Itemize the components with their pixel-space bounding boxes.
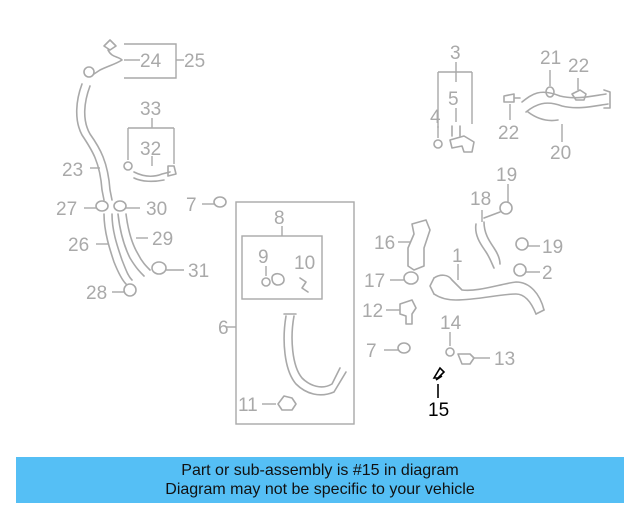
callout-18: 18 (470, 189, 491, 210)
callout-11: 11 (238, 395, 258, 416)
seal-part-9 (261, 277, 271, 287)
callout-26: 26 (68, 235, 89, 256)
callout-16: 16 (374, 233, 395, 254)
pipe-part-1 (433, 274, 545, 311)
callout-28: 28 (86, 283, 107, 304)
fitting-part-12 (399, 299, 417, 325)
callout-7-top: 7 (186, 195, 197, 216)
clamp-part-13 (457, 353, 475, 365)
hose-part-18 (474, 223, 495, 269)
callout-6: 6 (218, 318, 229, 339)
clamp-part-7-top (213, 196, 227, 208)
right-middle-group (384, 184, 545, 398)
center-assembly-group (202, 196, 355, 425)
clamp-part-28 (123, 283, 137, 297)
clamp-part-17 (403, 271, 419, 285)
bolt-part-22-left (503, 93, 521, 103)
bracket-part-15 (432, 366, 446, 381)
clamp-part-2 (513, 263, 527, 277)
pipe-part-23 (75, 83, 105, 201)
callout-13: 13 (494, 349, 515, 370)
callout-2: 2 (542, 263, 553, 284)
callout-21: 21 (540, 48, 561, 69)
caption-line-2: Diagram may not be specific to your vehi… (165, 481, 475, 498)
hose-part-32 (133, 171, 171, 177)
callout-29: 29 (152, 229, 173, 250)
callout-3: 3 (450, 43, 461, 64)
caption-line-1: Part or sub-assembly is #15 in diagram (181, 462, 459, 479)
o-ring-part-21 (545, 86, 555, 98)
callout-5: 5 (448, 89, 459, 110)
callout-33: 33 (140, 99, 161, 120)
bolt-part-5 (451, 125, 461, 137)
clamp-part-27 (95, 200, 109, 212)
top-right-group (433, 62, 611, 153)
o-ring-part-4 (433, 139, 443, 149)
fitting-part-9 (271, 272, 285, 286)
callout-19-right: 19 (542, 237, 563, 258)
callout-22-left: 22 (498, 123, 519, 144)
callout-7-bottom: 7 (366, 341, 377, 362)
clamp-part-7-bottom (397, 342, 411, 354)
callout-15-highlighted: 15 (428, 400, 449, 421)
clamp-part-30 (113, 200, 127, 212)
callout-20: 20 (550, 143, 571, 164)
hose-part-24 (93, 49, 123, 75)
pipe-part-20 (521, 91, 607, 103)
left-hose-group (75, 39, 184, 297)
callout-labels: 24 25 33 32 23 27 30 26 29 31 28 7 8 9 1… (56, 43, 589, 421)
clamp-part-33-right (167, 165, 177, 177)
callout-8: 8 (274, 208, 285, 229)
callout-25: 25 (184, 51, 205, 72)
callout-12: 12 (362, 301, 383, 322)
pipe-part-6 (283, 315, 347, 396)
fitting-part-3 (449, 135, 475, 153)
clamp-part-23-top (83, 66, 95, 78)
hose-part-16 (407, 219, 431, 271)
callout-9: 9 (258, 247, 269, 268)
callout-32: 32 (140, 139, 161, 160)
callout-17: 17 (364, 271, 385, 292)
callout-19-top: 19 (496, 165, 517, 186)
callout-10: 10 (294, 253, 315, 274)
hose-part-26 (103, 213, 127, 285)
o-ring-part-14 (445, 347, 455, 357)
callout-24: 24 (140, 51, 162, 72)
clamp-part-31 (151, 261, 167, 275)
part-caption-banner: Part or sub-assembly is #15 in diagram D… (16, 457, 624, 503)
callout-23: 23 (62, 160, 83, 181)
callout-31: 31 (188, 261, 209, 282)
clamp-part-19-right (515, 237, 529, 251)
callout-30: 30 (146, 199, 167, 220)
callout-4: 4 (430, 107, 441, 128)
callout-14: 14 (440, 313, 462, 334)
hose-part-29 (117, 213, 145, 277)
callout-22-right: 22 (568, 56, 589, 77)
callout-27: 27 (56, 199, 77, 220)
clamp-part-19-top (499, 201, 513, 215)
coolant-hose-diagram: 24 25 33 32 23 27 30 26 29 31 28 7 8 9 1… (56, 39, 611, 425)
bolt-part-10 (299, 277, 309, 293)
assembly-frame-6 (235, 201, 355, 425)
clamp-part-33-left (123, 161, 133, 171)
clip-part-11 (277, 395, 297, 411)
clamp-part-24-top (103, 39, 117, 51)
callout-1: 1 (452, 246, 463, 267)
